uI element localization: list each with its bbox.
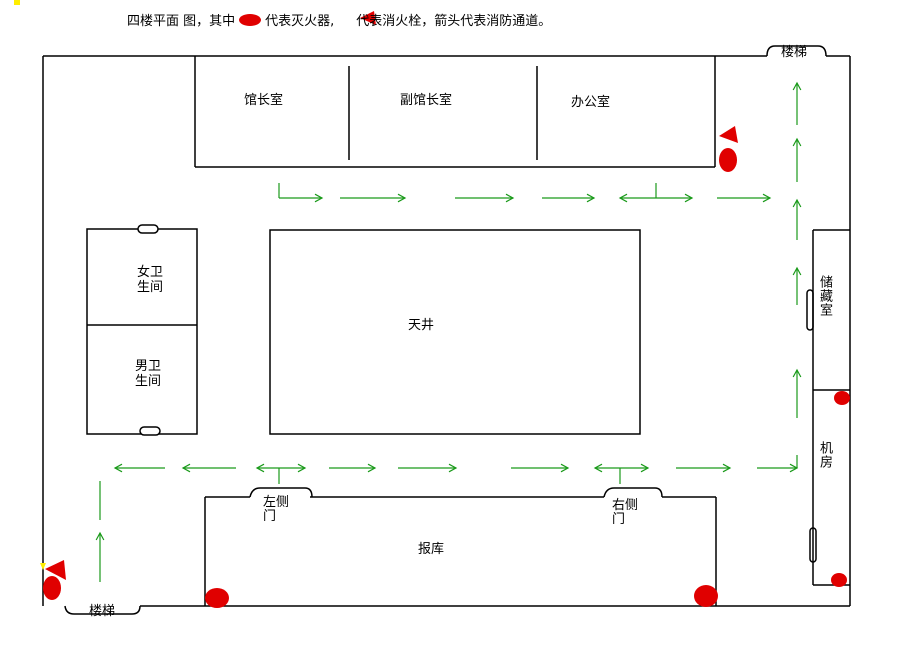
legend-hydrant-icon — [338, 13, 354, 27]
legend: 四楼平面 图，其中 代表灭火器, 代表消火栓，箭头代表消防通道。 — [127, 10, 551, 29]
evacuation-arrow — [792, 266, 802, 305]
fire-extinguisher-icon — [831, 573, 847, 587]
newspaper-storage-walls — [204, 487, 717, 606]
evacuation-arrow — [398, 463, 458, 473]
evacuation-arrow — [255, 463, 280, 473]
evacuation-arrow — [181, 463, 236, 473]
evacuation-arrow — [640, 193, 694, 203]
room-label-womens-restroom-1: 女卫 — [137, 265, 164, 280]
fire-hydrant-icon — [719, 126, 738, 143]
right-rooms — [806, 229, 850, 586]
room-label-mens-restroom-2: 生间 — [135, 374, 162, 389]
right-side-door-label-1: 右侧 — [612, 498, 639, 513]
fire-extinguisher-icon — [205, 588, 229, 608]
extinguishers — [43, 148, 850, 608]
evacuation-arrow — [279, 193, 324, 203]
evacuation-arrow — [280, 463, 307, 473]
stairs-label-top-right: 楼梯 — [781, 45, 808, 60]
fire-extinguisher-icon — [694, 585, 718, 607]
legend-prefix: 四楼平面 图，其中 — [127, 14, 236, 29]
evacuation-arrow — [676, 463, 732, 473]
left-side-door-label-2: 门 — [263, 508, 277, 524]
stairs-label-bottom-left: 楼梯 — [89, 604, 116, 619]
atrium-walls — [269, 229, 641, 435]
evacuation-arrow — [792, 81, 802, 125]
evacuation-arrow — [593, 463, 620, 473]
stair-outlines — [64, 45, 827, 615]
fire-hydrant-icon — [40, 560, 66, 580]
room-label-office: 办公室 — [571, 95, 611, 110]
right-side-door: 右侧 门 — [612, 499, 638, 526]
corner-marker — [14, 0, 20, 5]
evacuation-arrow — [792, 368, 802, 418]
room-label-mens-restroom-1: 男卫 — [135, 359, 162, 374]
room-label-machine-room: 机房 — [817, 441, 832, 469]
outer-walls — [42, 55, 851, 607]
evacuation-arrow — [340, 193, 407, 203]
legend-extinguisher-text: 代表灭火器, — [265, 14, 335, 29]
evacuation-arrow — [329, 463, 377, 473]
fire-extinguisher-icon — [719, 148, 737, 172]
evacuation-arrow — [792, 137, 802, 182]
room-label-atrium: 天井 — [408, 318, 435, 333]
legend-hydrant-text: 代表消火栓，箭头代表消防通道。 — [356, 14, 552, 29]
right-side-door-label-2: 门 — [612, 511, 626, 527]
evacuation-arrow — [455, 193, 515, 203]
evacuation-arrow — [757, 463, 799, 473]
evacuation-arrow — [113, 463, 165, 473]
evacuation-arrow — [542, 193, 596, 203]
evacuation-arrow — [618, 193, 640, 203]
room-label-curator: 馆长室 — [244, 93, 284, 108]
legend-extinguisher-icon — [239, 13, 262, 26]
room-label-storage: 储藏室 — [817, 275, 832, 317]
restrooms — [86, 224, 198, 436]
room-label-womens-restroom-2: 生间 — [137, 280, 164, 295]
top-offices — [194, 56, 716, 168]
evacuation-arrow — [620, 463, 650, 473]
evacuation-arrows — [95, 81, 802, 582]
evacuation-arrow — [792, 198, 802, 240]
left-side-door-label-1: 左侧 — [263, 495, 290, 510]
fire-extinguisher-icon — [43, 576, 61, 600]
evacuation-arrow — [511, 463, 570, 473]
legend-hydrant-shape — [360, 11, 376, 25]
room-label-newspaper-storage: 报库 — [418, 542, 445, 557]
fire-extinguisher-icon — [834, 391, 850, 405]
evacuation-arrow — [95, 531, 105, 582]
left-side-door: 左侧 门 — [263, 496, 289, 523]
room-label-deputy-curator: 副馆长室 — [400, 93, 453, 108]
evacuation-arrow — [717, 193, 772, 203]
